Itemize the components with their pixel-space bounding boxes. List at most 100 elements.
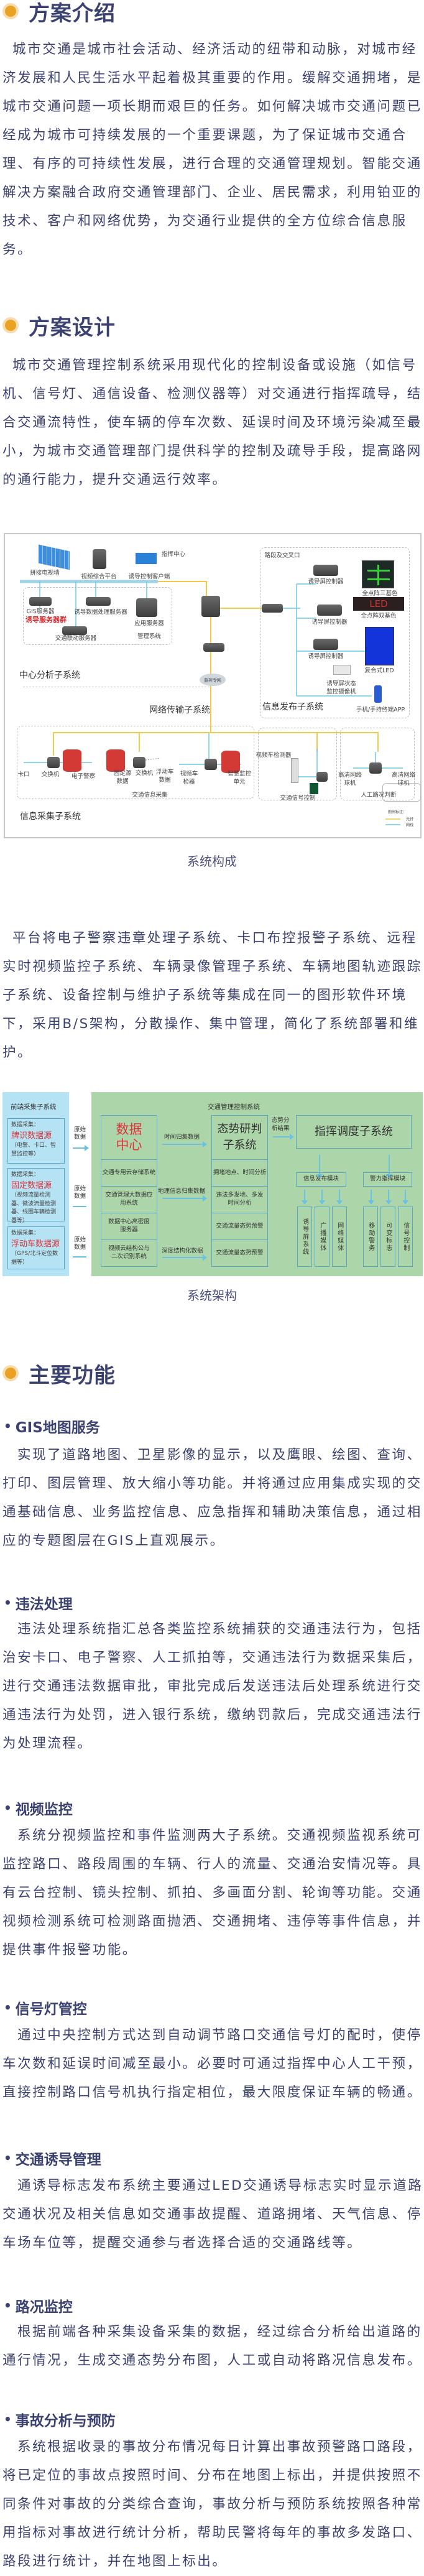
bullet-dot-icon [5,6,16,17]
label: 交换机 [41,771,60,778]
connection-lines [20,580,403,825]
leaf-box: 网络媒体 [332,1207,347,1267]
label: 视频车 [180,771,198,777]
data-drum-icon [63,749,81,772]
source-prefix: 数据采集： [11,1122,40,1128]
source-prefix: 数据采集： [11,1230,40,1236]
paragraph-line: 同条件对事故的分类综合查询，事故分析与预防系统按照各种常 [2,2496,422,2512]
legend-cable: 网线 [405,823,414,828]
paragraph-line: 护。 [2,1045,33,1060]
paragraph-line: 有云台控制、镜头控制、抓拍、多画面分割、轮询等功能。交通 [2,1885,422,1901]
feature-heading: •视频监控 [4,1799,73,1818]
bullet-icon: • [4,1800,12,1815]
module-box: 警力指挥模块 [363,1172,412,1187]
label: 手机/手持终端APP [356,707,405,713]
paragraph-line: 小，为城市交通管理部门提供科学的控制及疏导手段，提高路网 [2,443,422,459]
data-center-box: 数据中心 [101,1115,157,1160]
design-paragraph: 城市交通管理控制系统采用现代化的控制设备或设施（如信号机、信号灯、通信设备、检测… [2,351,424,494]
subsystem-label: 信息发布子系统 [262,702,323,712]
flow-label: 地理信息归集数据 [158,1188,206,1195]
feature-title: 违法处理 [15,1596,73,1613]
situation-row: 交通流量态势预警 [211,1239,268,1267]
feature-heading: •路况监控 [4,2296,73,2315]
paragraph-line: 打印、图层管理、放大缩小等功能。并将通过应用集成实现的交 [2,1476,422,1491]
label: 高清网络 [338,772,362,779]
subsystem-label: 信息采集子系统 [20,812,81,822]
signal-control-box [258,728,337,800]
label: 拼接电视墙 [30,570,60,577]
module-box: 信息发布模块 [296,1172,346,1187]
bullet-dot-icon [5,320,16,331]
signal-cabinet-icon [291,758,298,783]
panel-title: 前端采集子系统 [11,1103,57,1111]
paragraph-line: 通基础信息、业务监控信息、应急指挥和辅助决策信息，通过相 [2,1504,422,1520]
flow-label: 时间归集数据 [164,1134,200,1141]
info-publish-box [260,547,410,718]
section-heading-intro: 方案介绍 [2,0,116,26]
feature-heading: •信号灯管控 [4,1998,87,2018]
source-name: 牌识数据源 [11,1131,52,1141]
panel-title: 交通管理控制系统 [208,1103,260,1111]
feature-title: 视频监控 [15,1802,73,1818]
label: 固定源 [113,770,132,777]
paragraph-line: 技术、客户和网络优势，为交通行业提供的全方位综合信息服 [2,213,407,229]
connector [73,1256,86,1258]
paragraph-line: 直接控制路口信号机执行指定相位，最大限度保证车辆的畅通。 [2,2085,422,2100]
platform-paragraph: 平台将电子警察违章处理子系统、卡口布控报警子系统、远程实时视频监控子系统、车辆录… [2,924,424,1067]
leaf-box: 广播媒体 [315,1207,330,1267]
linkage-server-icon [62,626,87,635]
feature-paragraph: 系统分视频监控和事件监测两大子系统。交通视频监视系统可监控路口、路段周围的车辆、… [2,1822,424,1965]
feature-paragraph: 实现了道路地图、卫星影像的显示，以及鹰眼、绘图、查询、打印、图层管理、放大缩小等… [2,1441,424,1555]
label: 卡口 [17,771,30,778]
arrow-down-icon [402,1190,408,1205]
paragraph-line: 通过中央控制方式达到自动调节路口交通信号灯的配时，使停 [17,2027,422,2043]
bullet-icon: • [4,2412,12,2427]
label: 诱导屏状态 [326,680,356,687]
source-box: 数据采集：牌识数据源（电警、卡口、智慧监控等） [7,1118,65,1164]
paragraph-line: 监控路口、路段周围的车辆、行人的流量、交通治安情况等。具 [2,1856,422,1872]
section-heading-design: 方案设计 [2,313,116,340]
label: 交通信息采集 [132,792,168,799]
paragraph-line: 城市交通问题一项长期而艰巨的任务。如何解决城市交通问题已 [2,99,422,114]
traffic-control-panel [91,1092,423,1276]
arrow-down-icon [386,1155,392,1179]
label: 球机 [397,780,410,787]
arrow-down-icon [368,1190,374,1205]
label: 智慧监控 [227,771,252,777]
label: GIS服务器 [26,608,55,615]
paragraph-line: 车次数和延误时间减至最小。必要时可通过指挥中心人工干预， [2,2056,422,2072]
leaf-box: 移动警务 [363,1207,378,1267]
command-box: 指挥调度子系统 [296,1115,412,1149]
feature-paragraph: 根据前端各种采集设备采集的数据，经过综合分析给出道路的通行情况，生成交通态势分布… [2,2318,424,2375]
label: 诱导控制客户端 [128,573,170,580]
connector [73,1206,86,1207]
arrow-right-icon [162,1195,207,1202]
camera-icon [333,665,351,675]
paragraph-line: 视频检测系统可检测路面抛洒、交通拥堵、违停等事件信息，并 [2,1914,422,1929]
paragraph-line: 系统根据收录的事故分布情况每日计算出事故预警路口路段， [17,2439,422,2455]
source-name: 固定数据源 [11,1180,52,1190]
paragraph-line: 平台将电子警察违章处理子系统、卡口布控报警子系统、远程 [12,930,417,946]
paragraph-line: 理、有序的可持续性发展，进行合理的交通管理规划。智能交通 [2,156,422,172]
label: 单元 [233,779,246,785]
flow-label: 态势分析结果 [272,1117,290,1132]
label: 管理系统 [137,633,162,640]
switch-icon [316,772,328,782]
label: 数据 [116,778,129,785]
switch-icon [203,643,224,652]
system-composition-diagram: LED 指挥中心 拼接电视墙 视频综合平台 诱导控制客户端 路段及交叉口 诱导屏… [4,533,422,838]
switch-icon [47,757,60,768]
system-architecture-diagram: 前端采集子系统 数据采集：牌识数据源（电警、卡口、智慧监控等） 数据采集：固定数… [2,1092,423,1276]
data-server-icon [86,597,111,606]
paragraph-line: 实现了道路地图、卫星影像的显示，以及鹰眼、绘图、查询、 [17,1447,422,1463]
feature-paragraph: 违法处理系统指汇总各类监控系统捕获的交通违法行为，包括治安卡口、电子警察、人工抓… [2,1615,424,1758]
section-heading-features: 主要功能 [2,1361,116,1388]
paragraph-line: 路段进行统计，并在地图上标出。 [2,2554,228,2569]
paragraph-line: 解决方案融合政府交通管理部门、企业、居民需求，利用铂亚的 [2,185,422,200]
diagram-caption: 系统架构 [187,1288,237,1303]
paragraph-line: 为处理流程。 [2,1736,93,1751]
situation-row: 交通流量态势预警 [211,1213,268,1240]
raw-data-label: 原始数据 [74,1126,86,1141]
leaf-box: 诱导屏系统 [297,1207,312,1267]
label: 监控摄像机 [326,688,356,695]
